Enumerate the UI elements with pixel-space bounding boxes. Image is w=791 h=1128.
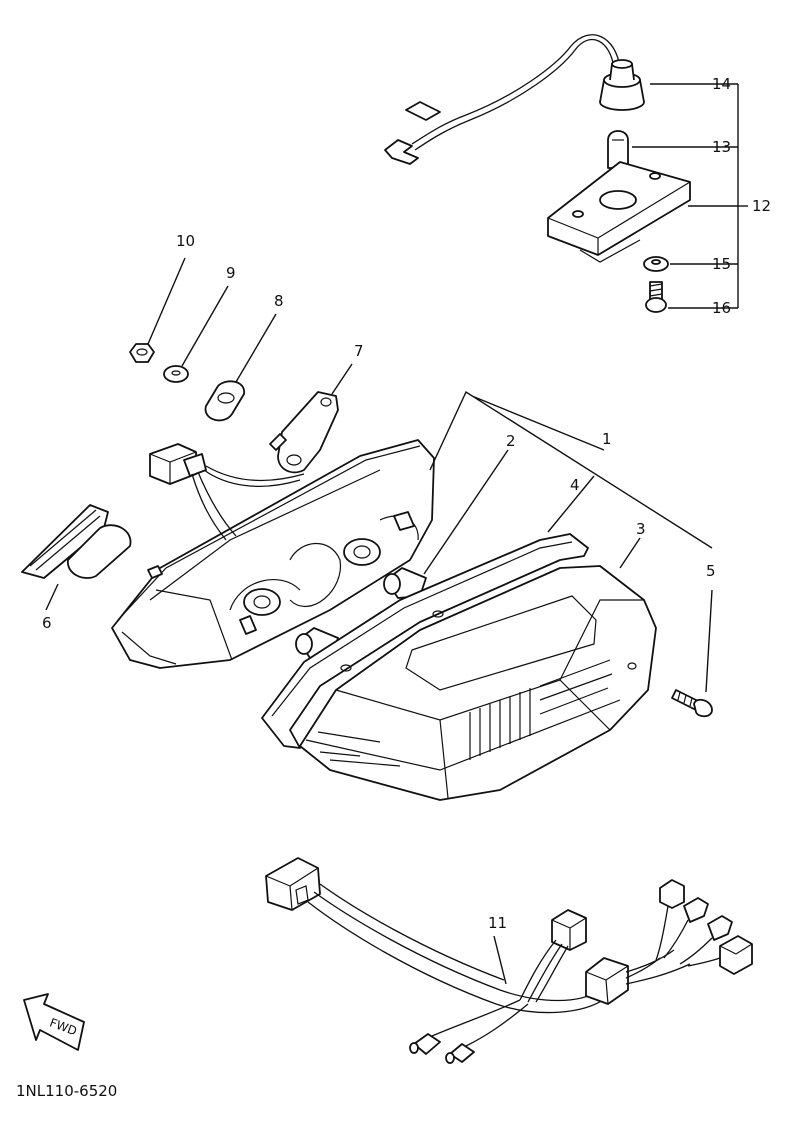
callout-3: 3 <box>636 520 646 538</box>
tail-light-base-housing <box>111 439 435 669</box>
gasket-part-4 <box>261 475 595 749</box>
bulb-socket-part-14 <box>599 59 645 111</box>
callout-1: 1 <box>602 430 612 448</box>
housing-wiring-connector <box>149 443 305 541</box>
callout-bracket-1 <box>429 390 713 549</box>
callout-9: 9 <box>226 264 236 282</box>
forward-direction-arrow: FWD <box>23 993 85 1051</box>
license-light-wire <box>384 34 621 165</box>
nut-part-10 <box>129 257 186 363</box>
callout-16: 16 <box>712 299 731 317</box>
callout-6: 6 <box>42 614 52 632</box>
screw-part-5 <box>671 589 713 718</box>
bracket-part-7 <box>269 363 353 474</box>
callout-11: 11 <box>488 914 507 932</box>
callout-5: 5 <box>706 562 716 580</box>
tail-lens-part-3 <box>299 537 657 801</box>
callout-4: 4 <box>570 476 580 494</box>
callout-12: 12 <box>752 197 771 215</box>
callout-7: 7 <box>354 342 364 360</box>
diagram-code: 1NL110-6520 <box>16 1082 117 1100</box>
callout-10: 10 <box>176 232 195 250</box>
callout-15: 15 <box>712 255 731 273</box>
callout-8: 8 <box>274 292 284 310</box>
bulb-part-2a <box>383 567 427 599</box>
callout-bracket-12 <box>632 83 748 309</box>
wiring-harness-part-11 <box>265 857 753 1064</box>
callout-2: 2 <box>506 432 516 450</box>
callout-13: 13 <box>712 138 731 156</box>
callout-14: 14 <box>712 75 731 93</box>
license-lens-part-12 <box>547 161 691 263</box>
leader-2 <box>423 449 509 575</box>
washer-part-9 <box>163 285 229 383</box>
washer-part-15 <box>643 256 669 272</box>
screw-part-16 <box>645 281 667 313</box>
reflector-part-6 <box>21 504 132 611</box>
bulb-part-13 <box>607 130 629 169</box>
grommet-part-8 <box>204 313 277 422</box>
